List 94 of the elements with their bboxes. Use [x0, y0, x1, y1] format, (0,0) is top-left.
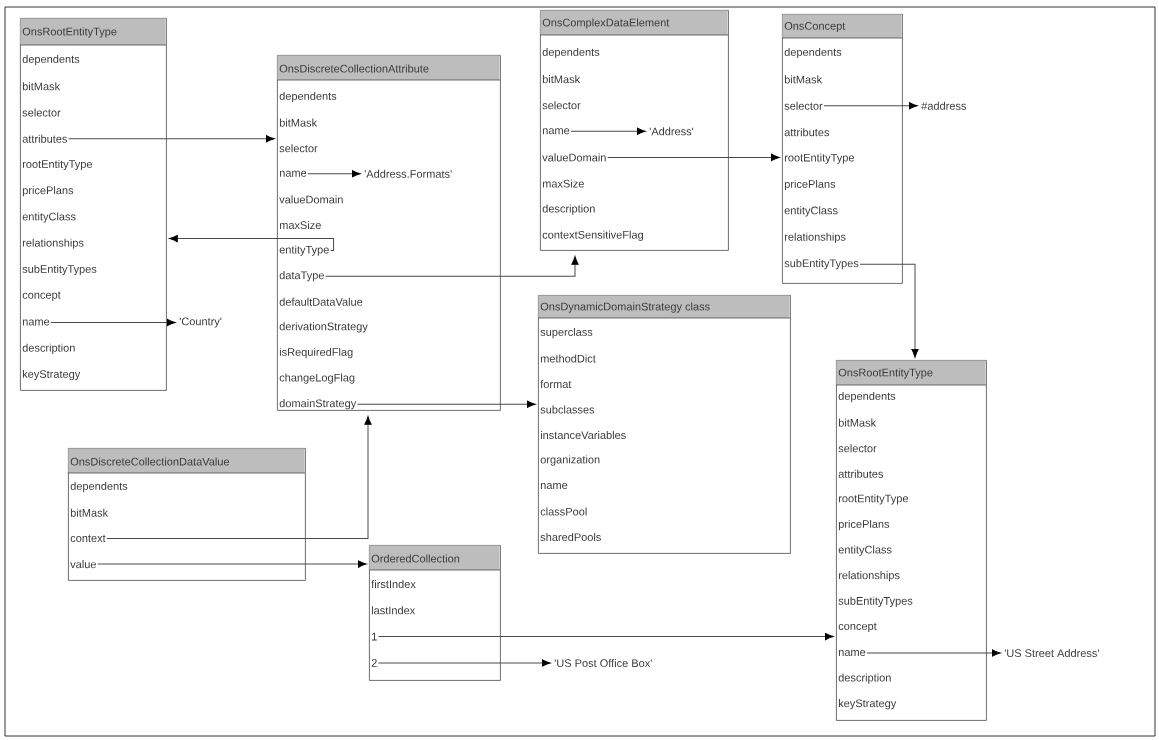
field-label: subEntityTypes [784, 259, 859, 270]
field-label: selector [784, 101, 823, 110]
field-label: value [70, 560, 96, 569]
field-label: 1 [372, 632, 377, 641]
field-label: selector [838, 444, 877, 453]
field-label: methodDict [540, 354, 596, 363]
field-label: pricePlans [784, 179, 836, 191]
field-label: concept [22, 291, 61, 301]
field-label: selector [22, 108, 61, 117]
field-label: keyStrategy [22, 369, 81, 381]
field-label: relationships [838, 571, 900, 582]
arrow [356, 400, 536, 408]
field-label: bitMask [838, 418, 877, 427]
field-label: instanceVariables [540, 430, 626, 440]
arrow [325, 256, 579, 277]
value-label: 'Address.Formats' [364, 169, 452, 178]
field-label: bitMask [784, 75, 823, 84]
field-label: entityClass [22, 212, 76, 223]
field-label: contextSensitiveFlag [542, 230, 643, 241]
field-label: maxSize [542, 179, 584, 188]
field-label: maxSize [279, 220, 321, 230]
value-label: #address [921, 101, 967, 110]
field-label: derivationStrategy [279, 322, 368, 333]
field-label: firstIndex [371, 579, 416, 589]
arrow [106, 416, 372, 539]
field-label: dependents [784, 47, 842, 59]
field-label: isRequiredFlag [279, 347, 353, 359]
field-label: keyStrategy [838, 699, 897, 710]
field-label: description [22, 343, 75, 354]
field-label: bitMask [279, 118, 318, 127]
field-label: dependents [70, 481, 128, 493]
field-label: dependents [542, 47, 600, 59]
field-label: sharedPools [540, 532, 601, 542]
field-label: entityClass [838, 545, 892, 556]
field-label: relationships [22, 238, 84, 249]
field-label: name [279, 170, 307, 177]
field-label: attributes [22, 134, 68, 143]
arrow [859, 263, 919, 358]
field-label: subclasses [540, 405, 595, 414]
arrow [866, 649, 1001, 657]
field-label: valueDomain [542, 153, 606, 162]
field-label: concept [838, 622, 877, 633]
field-label: relationships [784, 232, 846, 243]
field-label: dataType [279, 271, 324, 282]
field-label: rootEntityType [838, 494, 909, 505]
field-label: changeLogFlag [279, 373, 355, 384]
field-label: name [540, 483, 568, 489]
arrow [50, 318, 176, 327]
field-label: subEntityTypes [838, 596, 913, 607]
field-label: context [70, 534, 106, 542]
field-label: rootEntityType [22, 159, 93, 171]
field-label: defaultDataValue [279, 297, 363, 306]
value-label: 'Country' [179, 317, 222, 328]
field-label: format [540, 380, 572, 389]
value-label: 'Address' [649, 127, 694, 136]
arrow [378, 633, 834, 641]
arrow [68, 135, 275, 143]
arrow [97, 560, 367, 568]
field-label: rootEntityType [784, 153, 855, 164]
value-label: 'US Post Office Box' [554, 658, 652, 668]
field-label: attributes [784, 128, 830, 137]
arrow [307, 170, 361, 178]
field-label: bitMask [542, 75, 581, 84]
field-label: bitMask [22, 82, 61, 91]
field-label: valueDomain [279, 195, 343, 204]
field-label: name [542, 128, 570, 135]
arrow [378, 659, 551, 667]
field-label: lastIndex [371, 606, 416, 615]
field-label: description [542, 204, 595, 215]
field-label: 2 [371, 659, 377, 667]
field-label: attributes [838, 469, 884, 478]
field-label: subEntityTypes [22, 264, 97, 276]
field-label: organization [540, 455, 600, 466]
field-label: pricePlans [22, 186, 74, 197]
arrow [570, 127, 646, 135]
field-label: dependents [838, 391, 896, 403]
arrow [169, 235, 335, 252]
field-label: dependents [279, 91, 337, 103]
field-label: entityType [279, 245, 329, 256]
field-label: bitMask [70, 508, 109, 517]
value-label: 'US Street Address' [1004, 648, 1099, 658]
field-label: name [22, 319, 50, 326]
field-label: description [838, 673, 891, 684]
field-label: superclass [540, 327, 593, 339]
field-label: domainStrategy [279, 399, 357, 410]
field-label: selector [279, 144, 318, 153]
field-label: classPool [540, 507, 587, 516]
field-label: selector [542, 101, 581, 110]
field-label: pricePlans [838, 519, 890, 531]
arrow [607, 153, 780, 161]
arrow [823, 102, 918, 110]
field-label: name [838, 650, 866, 657]
field-label: entityClass [784, 206, 838, 217]
field-label: dependents [22, 54, 80, 66]
